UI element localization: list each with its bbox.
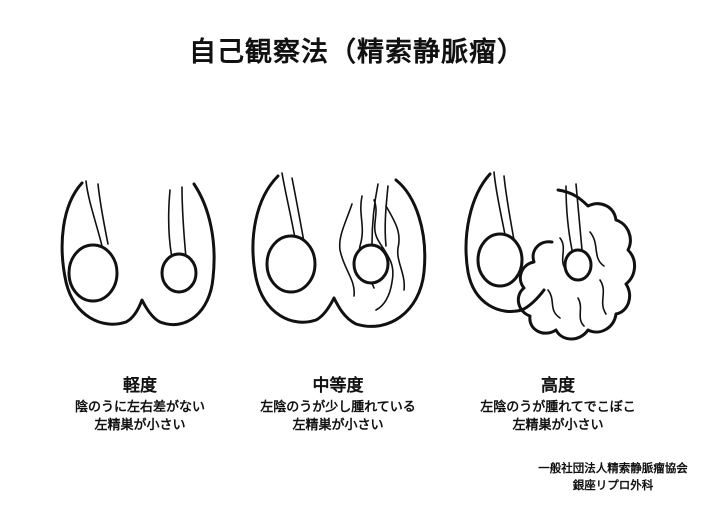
scrotum-illustration-severe <box>464 171 636 341</box>
panel-caption-moderate: 中等度 左陰のうが少し腫れている 左精巣が小さい <box>238 371 438 435</box>
spermatic-cord-right <box>97 183 109 245</box>
spermatic-cord-left <box>384 185 389 247</box>
scrotum-outline <box>464 172 546 313</box>
testis-left <box>563 248 593 282</box>
testis-right <box>265 234 317 294</box>
spermatic-cord-left <box>167 189 173 259</box>
grade-label: 中等度 <box>312 376 364 396</box>
spermatic-cord-left <box>575 183 583 251</box>
symptom-line-1: 左陰のうが腫れてでこぼこ <box>480 400 636 415</box>
grade-label: 軽度 <box>123 376 157 396</box>
testis-left <box>160 252 198 294</box>
varicocele-cluster <box>516 188 636 341</box>
scrotum-outline <box>60 181 216 327</box>
organization-name: 一般社団法人精索静脈瘤協会 <box>538 461 688 475</box>
symptom-line-2: 左精巣が小さい <box>512 418 604 433</box>
symptom-line-1: 左陰のうが少し腫れている <box>260 400 416 415</box>
scrotum-illustration-moderate <box>251 172 427 328</box>
spermatic-cord-right <box>291 177 305 243</box>
spermatic-cord-left <box>371 183 379 245</box>
scrotum-outline <box>251 174 427 328</box>
panel-caption-severe: 高度 左陰のうが腫れてでこぼこ 左精巣が小さい <box>458 371 658 435</box>
spermatic-cord-left <box>181 186 187 259</box>
varicose-veins <box>338 195 406 311</box>
spermatic-cord-right <box>85 180 103 247</box>
credit-block: 一般社団法人精索静脈瘤協会 銀座リプロ外科 <box>528 460 698 494</box>
clinic-name: 銀座リプロ外科 <box>572 478 654 492</box>
symptom-line-2: 左精巣が小さい <box>94 418 186 433</box>
page-title: 自己観察法（精索静脈瘤） <box>189 37 525 68</box>
varicose-veins <box>547 231 607 327</box>
scrotum-illustration-mild <box>60 180 216 327</box>
testis-right <box>67 243 119 303</box>
symptom-line-2: 左精巣が小さい <box>292 418 384 433</box>
spermatic-cord-left <box>565 185 573 251</box>
grade-label: 高度 <box>541 376 575 396</box>
testis-right <box>476 232 524 288</box>
spermatic-cord-right <box>503 175 515 241</box>
testis-left <box>352 243 390 285</box>
symptom-line-1: 陰のうに左右差がない <box>74 400 205 415</box>
panel-caption-mild: 軽度 陰のうに左右差がない 左精巣が小さい <box>40 371 240 435</box>
